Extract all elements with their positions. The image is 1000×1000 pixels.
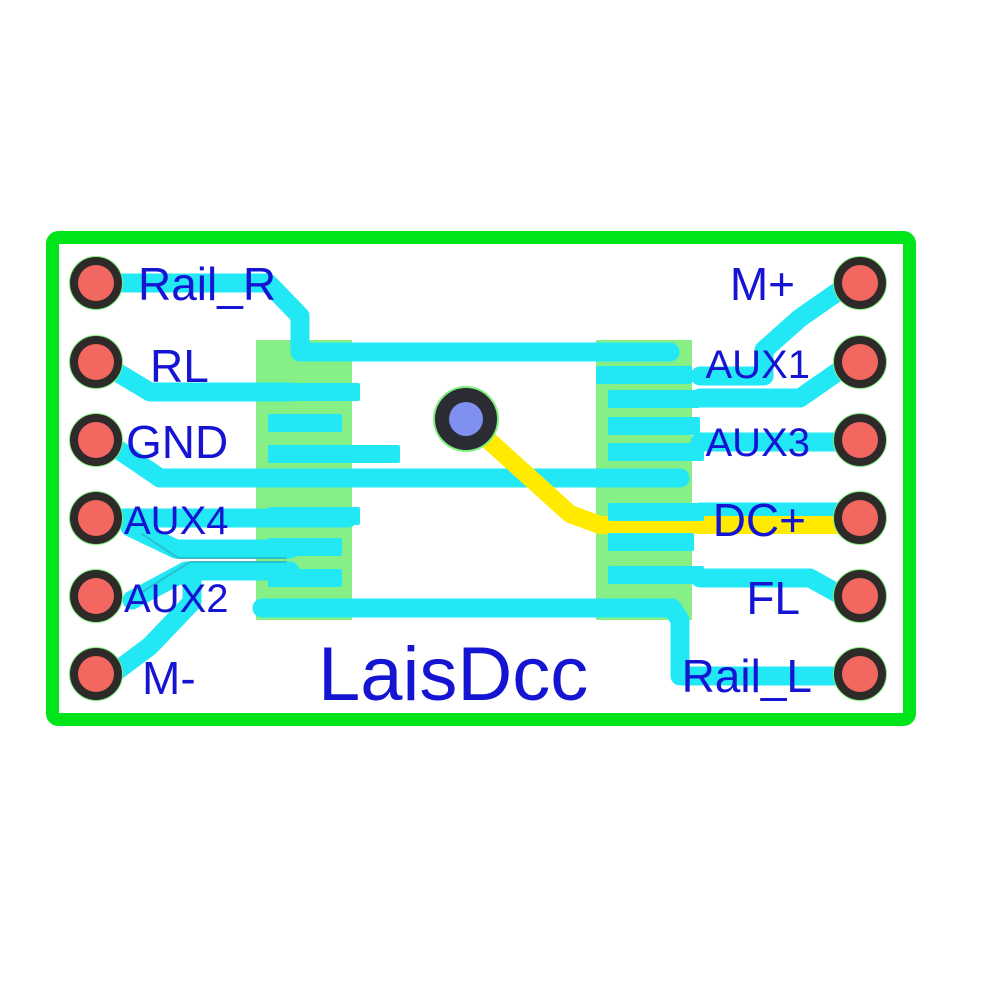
pad-ring-icon: [70, 648, 122, 700]
trace-rl: [100, 358, 300, 402]
ic-left-fingers: [268, 383, 400, 587]
pad-ring-icon: [834, 648, 886, 700]
pad-copper-icon: [842, 344, 878, 380]
through-hole-pad-rl: [69, 335, 123, 389]
pad-ring-icon: [70, 414, 122, 466]
pad-copper-icon: [842, 265, 878, 301]
brand-silkscreen-text: LaisDcc: [318, 632, 588, 717]
through-hole-pad-gnd: [69, 413, 123, 467]
pin-label-aux4: AUX4: [124, 499, 229, 543]
through-hole-pad-rail-l: [833, 647, 887, 701]
pin-label-gnd: GND: [126, 416, 228, 468]
pin-label-aux3: AUX3: [706, 421, 811, 465]
via-ring-icon: [435, 388, 497, 450]
pin-label-fl: FL: [746, 572, 800, 624]
pad-ring-icon: [834, 570, 886, 622]
pin-label-rail-r: Rail_R: [138, 258, 276, 310]
pin-label-aux2: AUX2: [124, 577, 229, 621]
trace-rail-l: [662, 598, 856, 686]
pad-ring-icon: [834, 336, 886, 388]
pad-copper-icon: [78, 578, 114, 614]
pad-copper-icon: [78, 422, 114, 458]
trace-group-yellow: [477, 429, 855, 534]
through-hole-pad-aux2: [69, 569, 123, 623]
trace-aux4-stub: [120, 517, 300, 559]
via-center-icon: [449, 402, 483, 436]
pad-copper-icon: [78, 500, 114, 536]
pin-label-rail-l: Rail_L: [682, 650, 812, 702]
trace-aux1: [690, 356, 856, 408]
pin-label-rl: RL: [150, 340, 209, 392]
pad-copper-icon: [842, 578, 878, 614]
through-hole-pad-aux1: [833, 335, 887, 389]
trace-dc-plus-yellow: [477, 429, 855, 534]
trace-gnd: [100, 434, 690, 488]
pad-copper-icon: [78, 265, 114, 301]
pin-label-aux1: AUX1: [706, 343, 811, 387]
trace-rail-r: [100, 273, 680, 362]
ic-right-fingers: [596, 366, 704, 584]
pad-ring-icon: [834, 257, 886, 309]
pad-ring-icon: [834, 492, 886, 544]
pad-ring-icon: [70, 257, 122, 309]
through-hole-pad-aux3: [833, 413, 887, 467]
through-hole-pad-aux4: [69, 491, 123, 545]
trace-m-plus: [690, 276, 856, 386]
pad-copper-icon: [842, 656, 878, 692]
pad-ring-icon: [70, 336, 122, 388]
pad-copper-icon: [78, 656, 114, 692]
trace-m-minus: [100, 568, 202, 686]
through-hole-pad-m-: [69, 647, 123, 701]
pin-label-m-: M+: [730, 258, 795, 310]
through-hole-pad-rail-r: [69, 256, 123, 310]
trace-outline-hooks: [141, 533, 287, 593]
pad-copper-icon: [842, 422, 878, 458]
pin-label-dc-: DC+: [713, 494, 806, 546]
left-pad-group: [69, 256, 123, 701]
through-hole-pad-dc-: [833, 491, 887, 545]
right-pad-group: [833, 256, 887, 701]
through-hole-pad-m-: [833, 256, 887, 310]
pad-ring-icon: [70, 570, 122, 622]
center-via: [433, 386, 499, 452]
pad-copper-icon: [78, 344, 114, 380]
pin-label-m-: M-: [142, 652, 196, 704]
pad-ring-icon: [834, 414, 886, 466]
through-hole-pad-fl: [833, 569, 887, 623]
pad-ring-icon: [70, 492, 122, 544]
pad-copper-icon: [842, 500, 878, 536]
